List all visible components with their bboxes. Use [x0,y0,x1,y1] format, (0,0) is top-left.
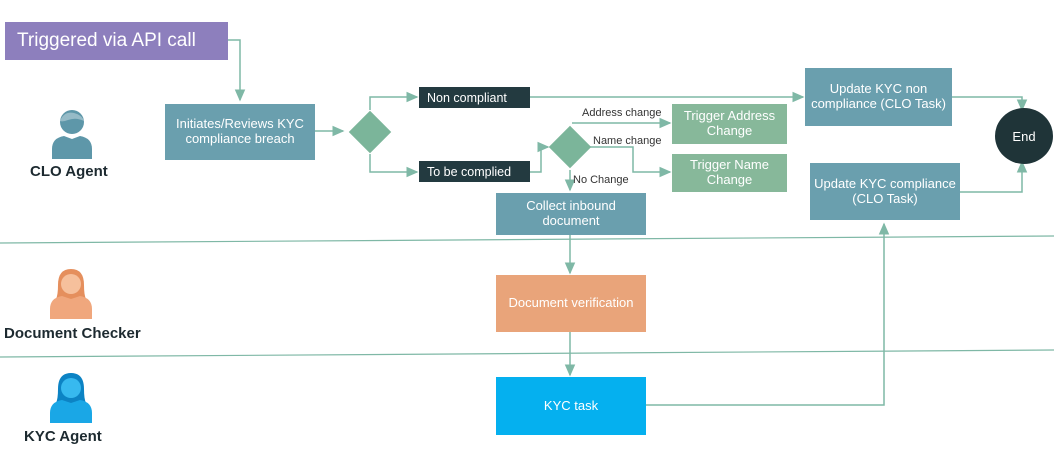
edge-kyctask-to-update-comp [646,222,890,406]
trigger-address-change-node: Trigger Address Change [672,104,787,144]
edge-trigger-to-initiate [228,39,246,102]
end-node: End [995,108,1053,164]
initiate-review-node: Initiates/Reviews KYC compliance breach [165,104,315,160]
lane-label-clo-agent: CLO Agent [30,163,108,180]
edge-label-name-change: Name change [593,135,662,147]
document-checker-person-icon [50,269,92,319]
update-kyc-non-compliance-node: Update KYC non compliance (CLO Task) [805,68,952,126]
edge-tobecomplied-to-diamond2 [530,141,550,173]
lane-label-document-checker: Document Checker [4,325,141,342]
edge-diamond1-to-tobecomplied [369,154,419,178]
non-compliant-node: Non compliant [419,87,530,108]
collect-inbound-document-node: Collect inbound document [496,193,646,235]
kyc-agent-person-icon [50,373,92,423]
edge-diamond1-to-noncompliant [369,91,419,110]
edge-update-non-to-end [952,96,1028,112]
document-verification-node: Document verification [496,275,646,332]
lane-divider-bottom [0,349,1054,358]
update-kyc-compliance-node: Update KYC compliance (CLO Task) [810,163,960,220]
lane-divider-top [0,235,1054,244]
lane-label-kyc-agent: KYC Agent [24,428,102,445]
edge-update-comp-to-end [960,160,1028,193]
trigger-name-change-node: Trigger Name Change [672,154,787,192]
clo-agent-person-icon [52,110,92,159]
to-be-complied-node: To be complied [419,161,530,182]
edge-label-address-change: Address change [582,107,662,119]
kyc-task-node: KYC task [496,377,646,435]
edge-label-no-change: No Change [573,174,629,186]
trigger-api-call-box: Triggered via API call [5,22,228,60]
edge-diamond2-to-name [590,146,672,178]
